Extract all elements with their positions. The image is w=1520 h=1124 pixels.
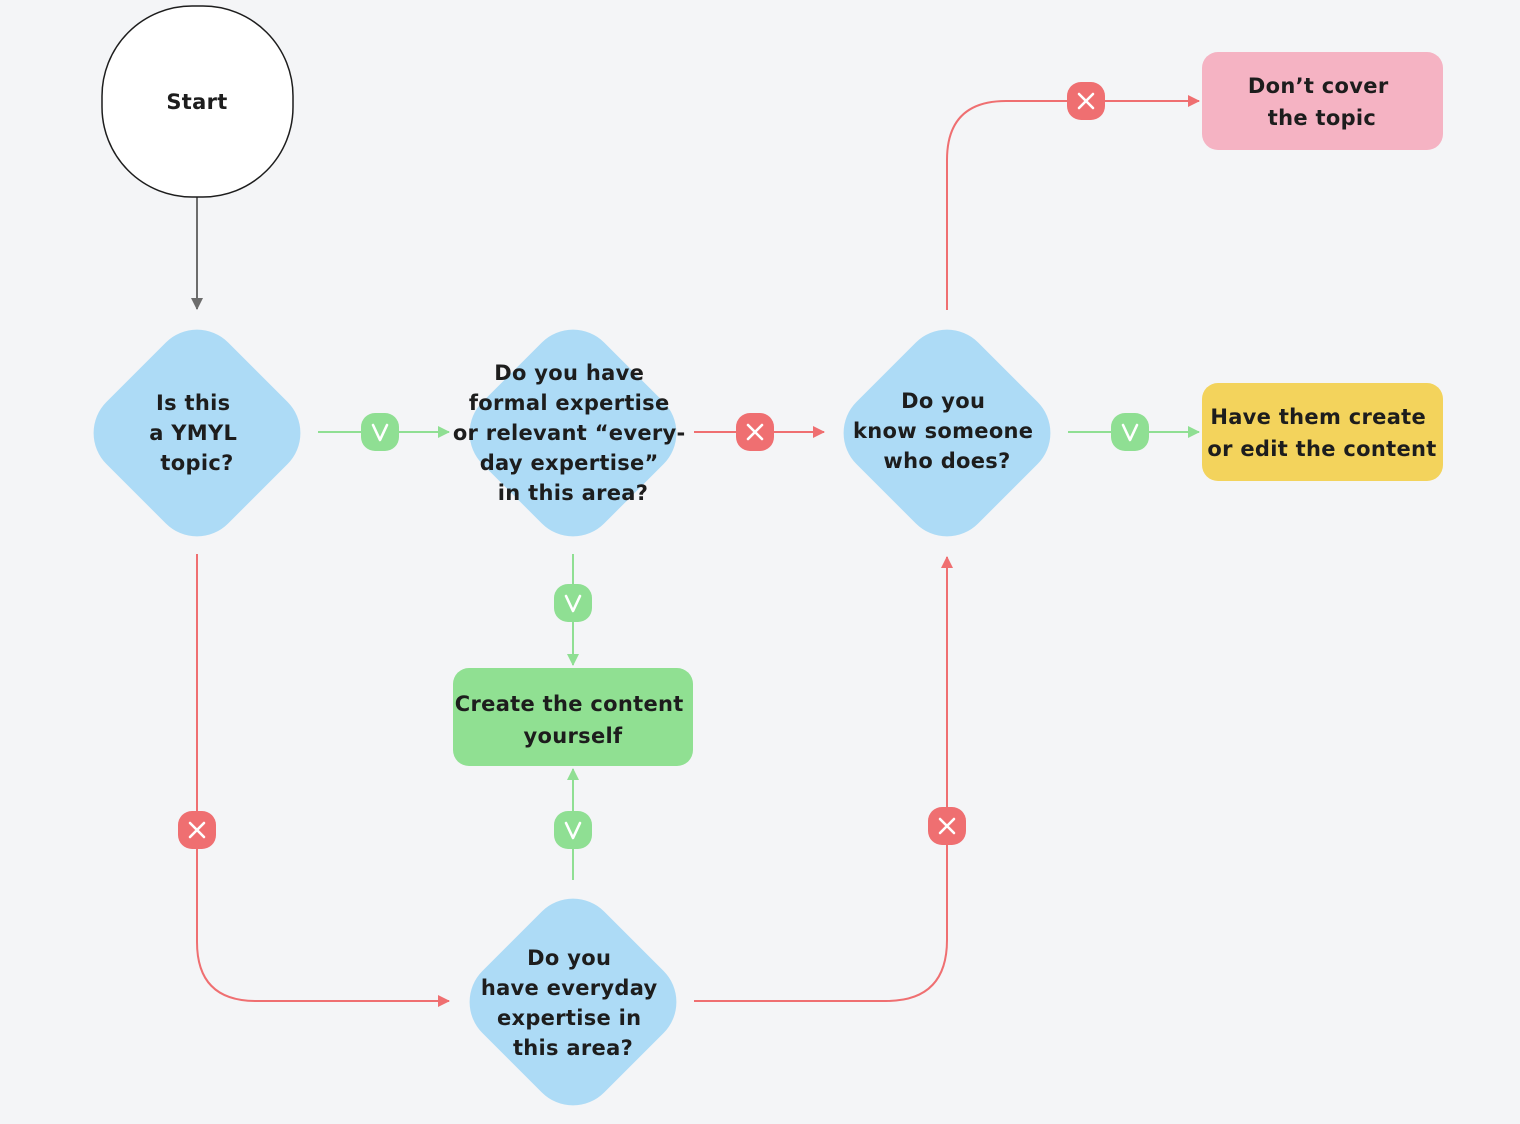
no-badge	[736, 413, 774, 451]
yes-badge	[554, 811, 592, 849]
everyday-decision: Do you have everyday expertise in this a…	[469, 898, 677, 1106]
dont-cover-box: Don’t cover the topic	[1202, 52, 1443, 150]
yes-badge	[554, 584, 592, 622]
know-someone-decision-label: Do you know someone who does?	[853, 389, 1041, 473]
no-badge	[1067, 82, 1105, 120]
expertise-decision-label: Do you have formal expertise or relevant…	[453, 361, 693, 505]
close-icon	[938, 817, 956, 835]
expertise-decision: Do you have formal expertise or relevant…	[453, 329, 693, 537]
check-icon	[564, 594, 582, 613]
close-icon	[188, 821, 206, 839]
dont-cover-label: Don’t cover the topic	[1248, 74, 1396, 130]
connector-everyday-no-to-know-someone	[694, 556, 953, 1002]
have-them-create-label: Have them create or edit the content	[1207, 405, 1436, 461]
check-icon	[1121, 423, 1139, 442]
check-icon	[564, 821, 582, 840]
have-them-create-box: Have them create or edit the content	[1202, 383, 1443, 481]
check-icon	[371, 423, 389, 442]
start-label: Start	[166, 90, 227, 114]
close-icon	[1077, 92, 1095, 110]
connector-ymyl-no-to-everyday	[196, 554, 450, 1007]
ymyl-decision-label: Is this a YMYL topic?	[149, 391, 245, 475]
no-badge	[928, 807, 966, 845]
connector-know-someone-no-to-dont-cover	[946, 95, 1200, 310]
create-yourself-box: Create the content yourself	[453, 668, 693, 766]
start-node: Start	[101, 5, 294, 198]
yes-badge	[361, 413, 399, 451]
no-badge	[178, 811, 216, 849]
yes-badge	[1111, 413, 1149, 451]
everyday-decision-label: Do you have everyday expertise in this a…	[481, 946, 665, 1060]
ymyl-decision: Is this a YMYL topic?	[93, 329, 301, 537]
close-icon	[746, 423, 764, 441]
know-someone-decision: Do you know someone who does?	[843, 329, 1051, 537]
create-yourself-label: Create the content yourself	[455, 692, 691, 748]
